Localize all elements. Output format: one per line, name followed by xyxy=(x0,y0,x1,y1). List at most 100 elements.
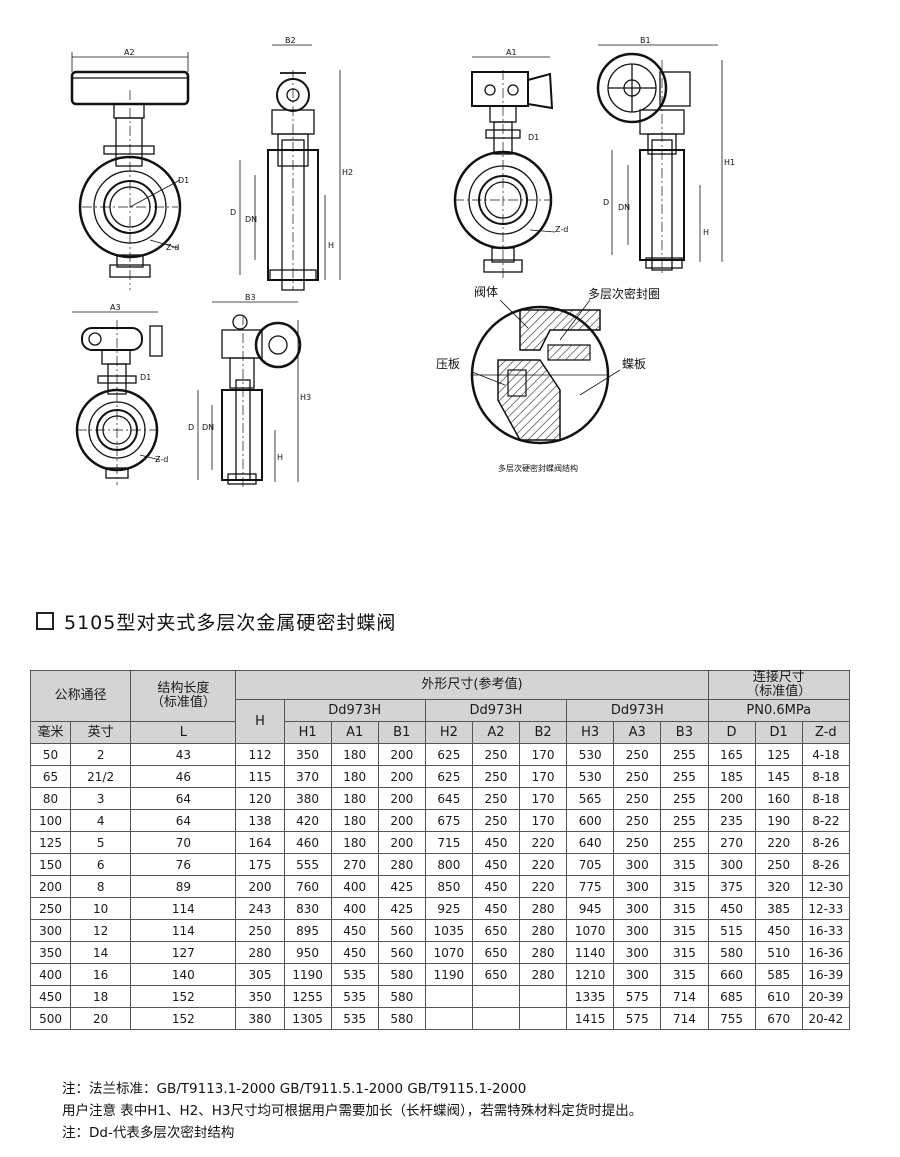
table-cell: 2 xyxy=(70,743,132,766)
table-cell: 300 xyxy=(613,875,662,898)
table-cell: 420 xyxy=(283,809,332,832)
table-cell: 250 xyxy=(613,743,662,766)
table-cell: 500 xyxy=(29,1007,72,1030)
table-cell: 575 xyxy=(613,1007,662,1030)
table-cell: 180 xyxy=(330,831,379,854)
dim-label-dn-4: DN xyxy=(618,203,630,212)
table-cell: 580 xyxy=(377,985,426,1008)
header-outline-dims: 外形尺寸(参考值) xyxy=(235,670,709,700)
dim-label-h-6: H xyxy=(277,453,283,462)
table-cell: 3 xyxy=(70,787,132,810)
table-cell: 640 xyxy=(566,831,615,854)
table-cell: 200 xyxy=(235,875,285,898)
dim-label-dn-6: DN xyxy=(202,423,214,432)
table-cell: 200 xyxy=(29,875,72,898)
dim-label-a3: A3 xyxy=(110,303,121,312)
front-view-drawing-5 xyxy=(72,311,163,485)
table-cell: 140 xyxy=(130,963,237,986)
table-cell: 120 xyxy=(235,787,285,810)
table-cell: 200 xyxy=(377,787,426,810)
table-cell: 280 xyxy=(519,963,568,986)
dim-label-d-2: D xyxy=(230,208,236,217)
section-title-text: 5105型对夹式多层次金属硬密封蝶阀 xyxy=(64,611,397,634)
table-cell: 515 xyxy=(707,919,756,942)
table-cell: 250 xyxy=(613,809,662,832)
table-cell: 200 xyxy=(377,743,426,766)
dim-label-d1-3: D1 xyxy=(528,133,539,142)
table-cell: 375 xyxy=(707,875,756,898)
table-cell: 43 xyxy=(130,743,237,766)
table-cell: 235 xyxy=(707,809,756,832)
table-cell: 425 xyxy=(377,875,426,898)
table-cell: 300 xyxy=(613,941,662,964)
table-cell: 18 xyxy=(70,985,132,1008)
table-cell: 715 xyxy=(424,831,473,854)
table-cell: 850 xyxy=(424,875,473,898)
table-cell: 16 xyxy=(70,963,132,986)
notes: 注：法兰标准：GB/T9113.1-2000 GB/T911.5.1-2000 … xyxy=(62,1078,642,1144)
table-cell: 425 xyxy=(377,897,426,920)
table-cell: 670 xyxy=(754,1007,803,1030)
table-cell: 450 xyxy=(471,897,521,920)
table-cell: 1255 xyxy=(283,985,332,1008)
table-cell: 4-18 xyxy=(801,743,851,766)
table-cell: 625 xyxy=(424,765,473,788)
dim-label-h3: H3 xyxy=(300,393,311,402)
dim-label-zd-5: Z-d xyxy=(155,455,168,464)
table-cell: 350 xyxy=(283,743,332,766)
table-cell: 714 xyxy=(660,985,709,1008)
table-cell: 250 xyxy=(471,765,521,788)
table-cell: 220 xyxy=(754,831,803,854)
table-cell xyxy=(519,985,568,1008)
table-cell: 300 xyxy=(613,919,662,942)
table-cell: 1070 xyxy=(424,941,473,964)
note-flange-standard: 注：法兰标准：GB/T9113.1-2000 GB/T911.5.1-2000 … xyxy=(62,1081,527,1097)
table-cell: 580 xyxy=(707,941,756,964)
side-view-drawing-4 xyxy=(596,44,723,275)
table-cell: 450 xyxy=(29,985,72,1008)
header-mm: 毫米 xyxy=(29,721,72,744)
table-cell: 115 xyxy=(235,765,285,788)
table-cell: 300 xyxy=(707,853,756,876)
table-cell: 16-36 xyxy=(801,941,851,964)
table-cell: 64 xyxy=(130,787,237,810)
table-cell: 530 xyxy=(566,765,615,788)
header-a3: A3 xyxy=(613,721,662,744)
table-cell: 152 xyxy=(130,985,237,1008)
table-cell: 152 xyxy=(130,1007,237,1030)
table-cell xyxy=(424,1007,473,1030)
table-cell: 180 xyxy=(330,765,379,788)
dim-label-d-4: D xyxy=(603,198,609,207)
table-cell: 1035 xyxy=(424,919,473,942)
table-cell: 50 xyxy=(29,743,72,766)
table-cell xyxy=(471,985,521,1008)
table-cell: 385 xyxy=(754,897,803,920)
header-l: L xyxy=(130,721,237,744)
header-model-2: Dd973H xyxy=(424,699,568,722)
table-cell: 270 xyxy=(330,853,379,876)
front-view-drawing-1 xyxy=(70,52,190,290)
header-pressure: PN0.6MPa xyxy=(707,699,851,722)
table-cell: 8 xyxy=(70,875,132,898)
section-title: 5105型对夹式多层次金属硬密封蝶阀 xyxy=(36,606,396,636)
table-cell: 150 xyxy=(29,853,72,876)
table-cell: 255 xyxy=(660,765,709,788)
table-cell: 610 xyxy=(754,985,803,1008)
table-cell: 8-18 xyxy=(801,787,851,810)
table-cell: 280 xyxy=(519,941,568,964)
table-cell: 200 xyxy=(377,809,426,832)
table-cell: 280 xyxy=(235,941,285,964)
table-cell: 300 xyxy=(613,853,662,876)
table-cell: 46 xyxy=(130,765,237,788)
table-cell: 370 xyxy=(283,765,332,788)
table-cell: 280 xyxy=(377,853,426,876)
table-cell: 450 xyxy=(471,831,521,854)
table-cell: 650 xyxy=(471,919,521,942)
